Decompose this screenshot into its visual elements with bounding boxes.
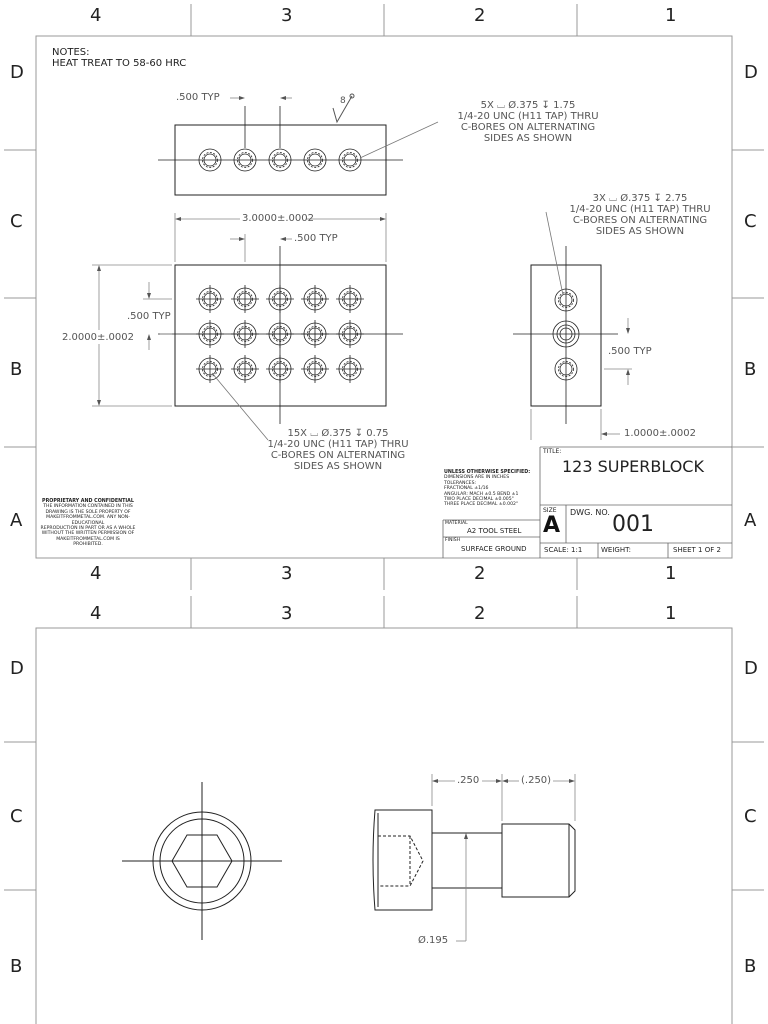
scale: SCALE: 1:1 — [544, 546, 583, 554]
sheet2-zone-col-2: 2 — [474, 603, 486, 624]
zone-row-d-right: D — [744, 62, 758, 83]
finish-value: SURFACE GROUND — [461, 545, 527, 553]
zone-col-4-bottom: 4 — [90, 563, 102, 584]
dim-front-typ-y: .500 TYP — [127, 311, 171, 322]
zone-row-c-left: C — [10, 211, 23, 232]
sheet-number: SHEET 1 OF 2 — [673, 546, 721, 554]
sheet2-zone-row-c-right: C — [744, 806, 757, 827]
zone-col-1: 1 — [665, 5, 677, 26]
top-view — [158, 93, 439, 196]
callout-side: 3X ⌴ Ø.375 ↧ 2.75 1/4-20 UNC (H11 TAP) T… — [569, 193, 711, 237]
size-label: SIZE — [543, 507, 557, 514]
sheet2-zone-col-1: 1 — [665, 603, 677, 624]
title-label: TITLE: — [543, 448, 562, 455]
dim-front-typ-x: .500 TYP — [294, 233, 338, 244]
sheet2-zone-row-b-right: B — [744, 956, 757, 977]
zone-col-1-bottom: 1 — [665, 563, 677, 584]
weight: WEIGHT: — [601, 546, 631, 554]
proprietary-block: PROPRIETARY AND CONFIDENTIAL THE INFORMA… — [40, 499, 136, 548]
sheet2-zone-row-b-left: B — [10, 956, 23, 977]
sheet2-border — [35, 627, 733, 1024]
title-block-grid — [442, 446, 732, 558]
zone-col-3-bottom: 3 — [281, 563, 293, 584]
dim-depth: 1.0000±.0002 — [624, 428, 696, 439]
dim-shank-length: (.250) — [521, 775, 552, 786]
zone-row-b-left: B — [10, 359, 23, 380]
zone-col-2-bottom: 2 — [474, 563, 486, 584]
zone-col-3: 3 — [281, 5, 293, 26]
dim-diameter: Ø.195 — [418, 935, 449, 946]
zone-row-c-right: C — [744, 211, 757, 232]
dim-height: 2.0000±.0002 — [62, 332, 134, 343]
surface-finish-value: 8 — [340, 96, 346, 106]
notes-body: HEAT TREAT TO 58-60 HRC — [52, 58, 187, 69]
zone-row-a-right: A — [744, 510, 757, 531]
sheet2-zone-col-3: 3 — [281, 603, 293, 624]
side-view — [513, 211, 632, 440]
sheet2-zone-row-c-left: C — [10, 806, 23, 827]
callout-front: 15X ⌴ Ø.375 ↧ 0.75 1/4-20 UNC (H11 TAP) … — [267, 428, 409, 472]
dim-side-typ: .500 TYP — [608, 346, 652, 357]
zone-row-a-left: A — [10, 510, 23, 531]
callout-top: 5X ⌴ Ø.375 ↧ 1.75 1/4-20 UNC (H11 TAP) T… — [457, 100, 599, 144]
dim-top-typ: .500 TYP — [176, 92, 220, 103]
sheet2-zone-row-d-left: D — [10, 658, 24, 679]
front-view — [92, 213, 403, 441]
dim-width: 3.0000±.0002 — [242, 213, 314, 224]
sheet2-zone-col-4: 4 — [90, 603, 102, 624]
sheet1-border — [35, 35, 733, 559]
bolt-side-view — [372, 809, 576, 911]
notes-title: NOTES: — [52, 47, 90, 58]
material-value: A2 TOOL STEEL — [467, 527, 522, 535]
bolt-end-view — [122, 782, 282, 940]
dwg-no-label: DWG. NO. — [570, 508, 610, 517]
zone-row-b-right: B — [744, 359, 757, 380]
zone-col-4: 4 — [90, 5, 102, 26]
dwg-no-value: 001 — [612, 512, 654, 537]
size-value: A — [543, 513, 561, 538]
material-label: MATERIAL — [445, 521, 468, 526]
sheet2-zone-row-d-right: D — [744, 658, 758, 679]
dim-head-length: .250 — [457, 775, 480, 786]
zone-col-2: 2 — [474, 5, 486, 26]
drawing-title: 123 SUPERBLOCK — [562, 457, 704, 476]
zone-row-d-left: D — [10, 62, 24, 83]
tolerance-block: UNLESS OTHERWISE SPECIFIED: DIMENSIONS A… — [444, 470, 531, 508]
finish-label: FINISH — [445, 538, 461, 543]
